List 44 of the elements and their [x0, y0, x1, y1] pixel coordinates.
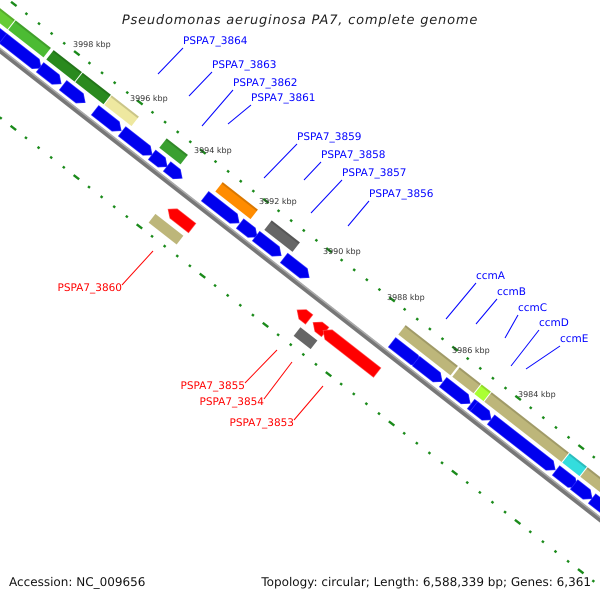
gene-label: PSPA7_3861	[251, 92, 316, 105]
footer-text: Topology: circular; Length: 6,588,339 bp; Genes: 6,361	[261, 575, 591, 589]
position-label: 3988 kbp	[387, 293, 425, 302]
leader-line	[158, 48, 184, 74]
leader-line	[348, 200, 370, 226]
position-label: 3986 kbp	[452, 346, 490, 355]
leader-line	[264, 144, 298, 178]
leader-line	[526, 346, 560, 370]
position-label: 3998 kbp	[73, 40, 111, 49]
gene-label: PSPA7_3864	[183, 35, 248, 48]
gene-label: PSPA7_3853	[230, 417, 294, 430]
leader-line	[122, 250, 154, 286]
gene-label: PSPA7_3859	[297, 131, 362, 144]
gene-label: PSPA7_3856	[369, 188, 434, 201]
gene-label: ccmC	[518, 302, 548, 315]
leader-line	[188, 72, 212, 96]
gene-label: ccmA	[476, 270, 505, 283]
leader-line	[244, 350, 278, 384]
footer-text: Accession: NC_009656	[9, 575, 146, 589]
title: Pseudomonas aeruginosa PA7, complete genome	[122, 13, 478, 28]
position-label: 3990 kbp	[323, 247, 361, 256]
gene-label: ccmD	[539, 317, 569, 330]
leader-line	[510, 330, 540, 366]
position-label: 3994 kbp	[194, 146, 232, 155]
leader-line	[304, 162, 322, 180]
leader-line	[504, 314, 518, 338]
gene-label: PSPA7_3862	[233, 77, 298, 90]
leader-line	[294, 386, 324, 420]
leader-line	[264, 362, 292, 400]
position-label: 3996 kbp	[130, 94, 168, 103]
gene-label: PSPA7_3858	[321, 149, 386, 162]
leader-line	[202, 90, 234, 126]
gene-label: ccmE	[560, 333, 588, 346]
gene-label: PSPA7_3863	[212, 59, 276, 72]
gene-label: PSPA7_3855	[180, 380, 245, 393]
leader-line	[228, 104, 252, 124]
gene-label: ccmB	[497, 286, 526, 299]
position-label: 3984 kbp	[518, 390, 556, 399]
gene-label: PSPA7_3857	[342, 167, 406, 180]
leader-line	[310, 180, 342, 214]
leader-line	[476, 298, 498, 324]
gene-label: PSPA7_3860	[58, 282, 122, 295]
gene-label: PSPA7_3854	[200, 396, 264, 409]
leader-line	[446, 282, 476, 320]
